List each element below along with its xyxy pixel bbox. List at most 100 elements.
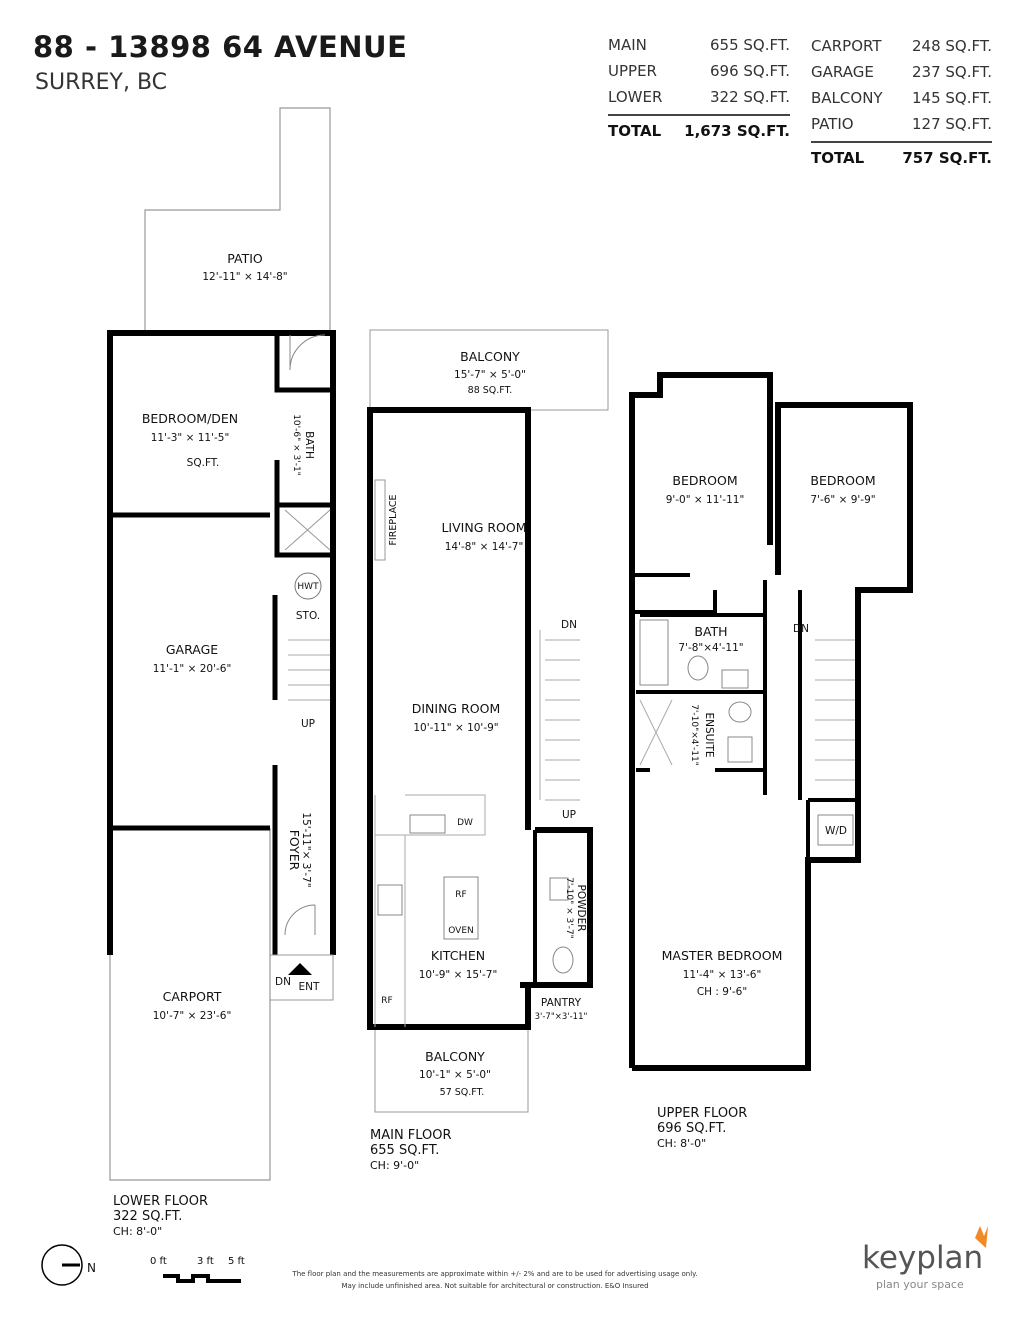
patio-door-icon [289,334,326,371]
floor-ceiling-height: CH: 8'-0" [657,1137,707,1150]
ensuite-sink-icon [727,736,753,763]
area-row: GARAGE 237 SQ.FT. [811,59,992,85]
area-label: UPPER [608,62,657,80]
floor-label: LOWER FLOOR [113,1194,208,1209]
area-label: BALCONY [811,89,883,107]
total-label: TOTAL [811,149,865,167]
scale-bar-graphic [163,1274,241,1283]
entry-arrow-icon [288,963,312,975]
compass-icon [41,1244,83,1286]
powder-toilet-icon [552,946,574,974]
room-name-patio: PATIO [227,251,263,266]
room-sqft-bottom-balcony: 57 SQ.FT. [440,1087,485,1098]
room-name-kitchen: KITCHEN [431,948,485,963]
area-value: 145 SQ.FT. [911,89,992,107]
total-label: TOTAL [608,122,662,140]
floor-sqft: 696 SQ.FT. [657,1121,727,1136]
room-dims-pantry: 3'-7"×3'-11" [535,1012,588,1022]
scale-label: 0 ft [150,1256,167,1267]
upper-floor-caption: UPPER FLOOR 696 SQ.FT. CH: 8'-0" [657,1106,747,1151]
room-name-bedroom-den: BEDROOM/DEN [142,411,238,426]
room-dims-carport: 10'-7" × 23'-6" [153,1010,232,1022]
room-name-bottom-balcony: BALCONY [425,1049,485,1064]
room-dims-master-bedroom: 11'-4" × 13'-6" [683,969,762,981]
area-value: 237 SQ.FT. [911,63,992,81]
shower-icon [284,509,331,551]
room-dims-lower-bath: 10'-6" × 3'-1" [291,414,301,476]
room-dims-bedroom-den: 11'-3" × 11'-5" [151,432,230,444]
kitchen-island [443,876,479,940]
lower-floor-caption: LOWER FLOOR 322 SQ.FT. CH: 8'-0" [113,1194,208,1239]
hwt-label: HWT [297,582,319,592]
front-door-icon [284,904,316,936]
area-row: PATIO 127 SQ.FT. [811,111,992,137]
upper-interior-walls [632,573,858,860]
floor-label: UPPER FLOOR [657,1106,748,1121]
fireplace-label: FIREPLACE [388,494,399,545]
property-city: SURREY, BC [35,70,168,95]
room-dims-dining-room: 10'-11" × 10'-9" [413,722,498,734]
area-label: PATIO [811,115,854,133]
total-value: 757 SQ.FT. [902,149,992,167]
fridge-label: RF [381,996,392,1006]
upper-floor-plan: BEDROOM 9'-0" × 11'-11" BEDROOM 7'-6" × … [629,372,913,1071]
room-sqft-top-balcony: 88 SQ.FT. [468,385,513,396]
scale-bar: 0 ft 3 ft 5 ft [150,1256,245,1283]
fireplace-icon [374,479,386,561]
area-label: GARAGE [811,63,874,81]
sink-icon [409,814,446,834]
area-value: 127 SQ.FT. [911,115,992,133]
room-sqft-bedroom-den: SQ.FT. [187,457,220,469]
room-dims-bedroom-2: 7'-6" × 9'-9" [810,494,875,506]
dishwasher-label: DW [457,818,473,828]
room-dims-living-room: 14'-8" × 14'-7" [445,541,524,553]
bath-sink-icon [721,669,749,689]
north-arrow: N [41,1244,96,1286]
stairs-down-label: DN [793,623,809,635]
disclaimer-line: The floor plan and the measurements are … [292,1270,698,1278]
room-name-pantry: PANTRY [541,997,582,1009]
room-name-dining-room: DINING ROOM [412,701,501,716]
kitchen-counters [374,794,486,1027]
scale-label: 3 ft [197,1256,214,1267]
stairs-up-label: UP [301,718,315,730]
lower-interior-walls [110,333,333,955]
room-dims-upper-bath: 7'-8"×4'-11" [678,642,743,654]
bathtub-icon [639,619,669,686]
room-dims-bedroom-1: 9'-0" × 11'-11" [666,494,745,506]
area-value: 696 SQ.FT. [709,62,790,80]
lower-stairs-icon [288,639,330,701]
area-label: LOWER [608,88,663,106]
north-label: N [87,1261,96,1275]
carport-outline [109,828,271,1181]
area-value: 655 SQ.FT. [709,36,790,54]
room-dims-kitchen: 10'-9" × 15'-7" [419,969,498,981]
washer-dryer-label: W/D [825,825,847,837]
brand-tagline: plan your space [876,1278,964,1291]
disclaimer: The floor plan and the measurements are … [240,1268,750,1292]
area-row: UPPER 696 SQ.FT. [608,58,790,84]
ensuite-toilet-icon [728,701,752,723]
ceiling-height-master: CH : 9'-6" [697,986,747,998]
patio-outline [144,107,331,333]
washer-dryer-icon [817,814,854,846]
room-dims-top-balcony: 15'-7" × 5'-0" [454,369,526,381]
room-dims-garage: 11'-1" × 20'-6" [153,663,232,675]
room-dims-foyer: 15'-11"× 3'-7" [300,812,312,887]
room-dims-ensuite: 7'-10"×4'-11" [689,704,699,766]
main-stairs-icon [539,630,580,801]
powder-sink-icon [549,877,569,901]
area-row: LOWER 322 SQ.FT. [608,84,790,110]
upper-exterior-wall [629,372,913,1071]
room-name-living-room: LIVING ROOM [441,520,526,535]
area-value: 322 SQ.FT. [709,88,790,106]
hwt-icon [294,572,322,600]
disclaimer-line: May include unfinished area. Not suitabl… [341,1282,649,1290]
